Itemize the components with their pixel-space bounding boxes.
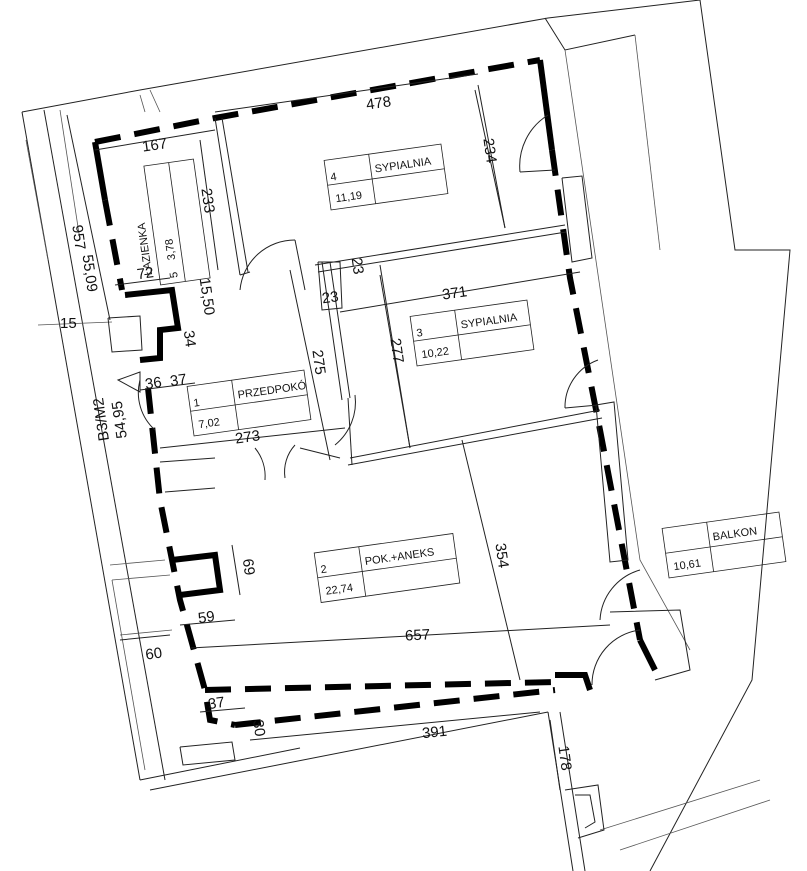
dim-36: 36 <box>144 374 163 393</box>
interior-walls <box>107 89 691 839</box>
dim-371: 371 <box>441 283 468 303</box>
room-3-name: SYPIALNIA <box>460 312 519 332</box>
dim-37-top: 37 <box>169 371 188 390</box>
dim-30: 30 <box>249 719 268 738</box>
room-5-number: 5 <box>168 271 181 279</box>
dim-72: 72 <box>136 264 155 283</box>
dim-167: 167 <box>141 135 168 155</box>
dim-273: 273 <box>234 427 261 447</box>
dim-354: 354 <box>491 542 511 569</box>
balcony-area: 10,61 <box>673 557 702 573</box>
dim-478: 478 <box>365 93 392 113</box>
room-4-name: SYPIALNIA <box>374 156 433 176</box>
unit-area: 54,95 <box>109 400 131 440</box>
room-1-name: PRZEDPOKÓ <box>237 379 308 402</box>
room-4-area: 11,19 <box>335 190 363 206</box>
dim-234: 234 <box>479 137 499 164</box>
dim-34: 34 <box>180 329 199 348</box>
room-1-number: 1 <box>193 397 201 410</box>
exterior-walls <box>92 57 658 728</box>
dim-391: 391 <box>421 723 448 743</box>
dim-15-50: 15,50 <box>196 277 218 317</box>
building-outline <box>21 0 791 871</box>
room-5-area: 3,78 <box>163 238 178 261</box>
room-3-area: 10,22 <box>421 345 450 361</box>
room-label-boxes <box>143 143 787 603</box>
room-2-name: POK.+ANEKS <box>364 546 435 568</box>
room-1-area: 7,02 <box>198 416 221 431</box>
dim-657: 657 <box>405 626 431 644</box>
dim-277: 277 <box>386 337 406 364</box>
dim-59: 59 <box>197 608 216 627</box>
dim-60: 09 <box>144 643 163 662</box>
dim-37-bottom: 37 <box>207 694 226 713</box>
dimension-lines <box>66 73 611 791</box>
dim-69: 69 <box>239 558 258 577</box>
room-2-number: 2 <box>320 563 328 576</box>
room-3-number: 3 <box>416 327 424 340</box>
dim-275: 275 <box>308 349 328 376</box>
room-2-area: 22,74 <box>325 582 354 598</box>
dim-23-top: 23 <box>348 257 367 276</box>
unit-label: B3/M2 <box>90 397 113 442</box>
dim-957: 957 <box>68 224 88 251</box>
dim-233: 233 <box>197 187 217 214</box>
dim-15: 15 <box>60 315 77 332</box>
dimension-texts: 478 167 234 233 957 72 23 23 371 15,50 1… <box>60 93 575 771</box>
dim-178: 178 <box>554 745 574 772</box>
balcony-name: BALKON <box>712 525 758 543</box>
dim-23-side: 23 <box>321 288 340 307</box>
dim-55-09: 55,09 <box>79 254 101 294</box>
room-4-number: 4 <box>330 171 338 184</box>
door-swings <box>137 114 641 686</box>
entrance-marker <box>116 371 141 393</box>
